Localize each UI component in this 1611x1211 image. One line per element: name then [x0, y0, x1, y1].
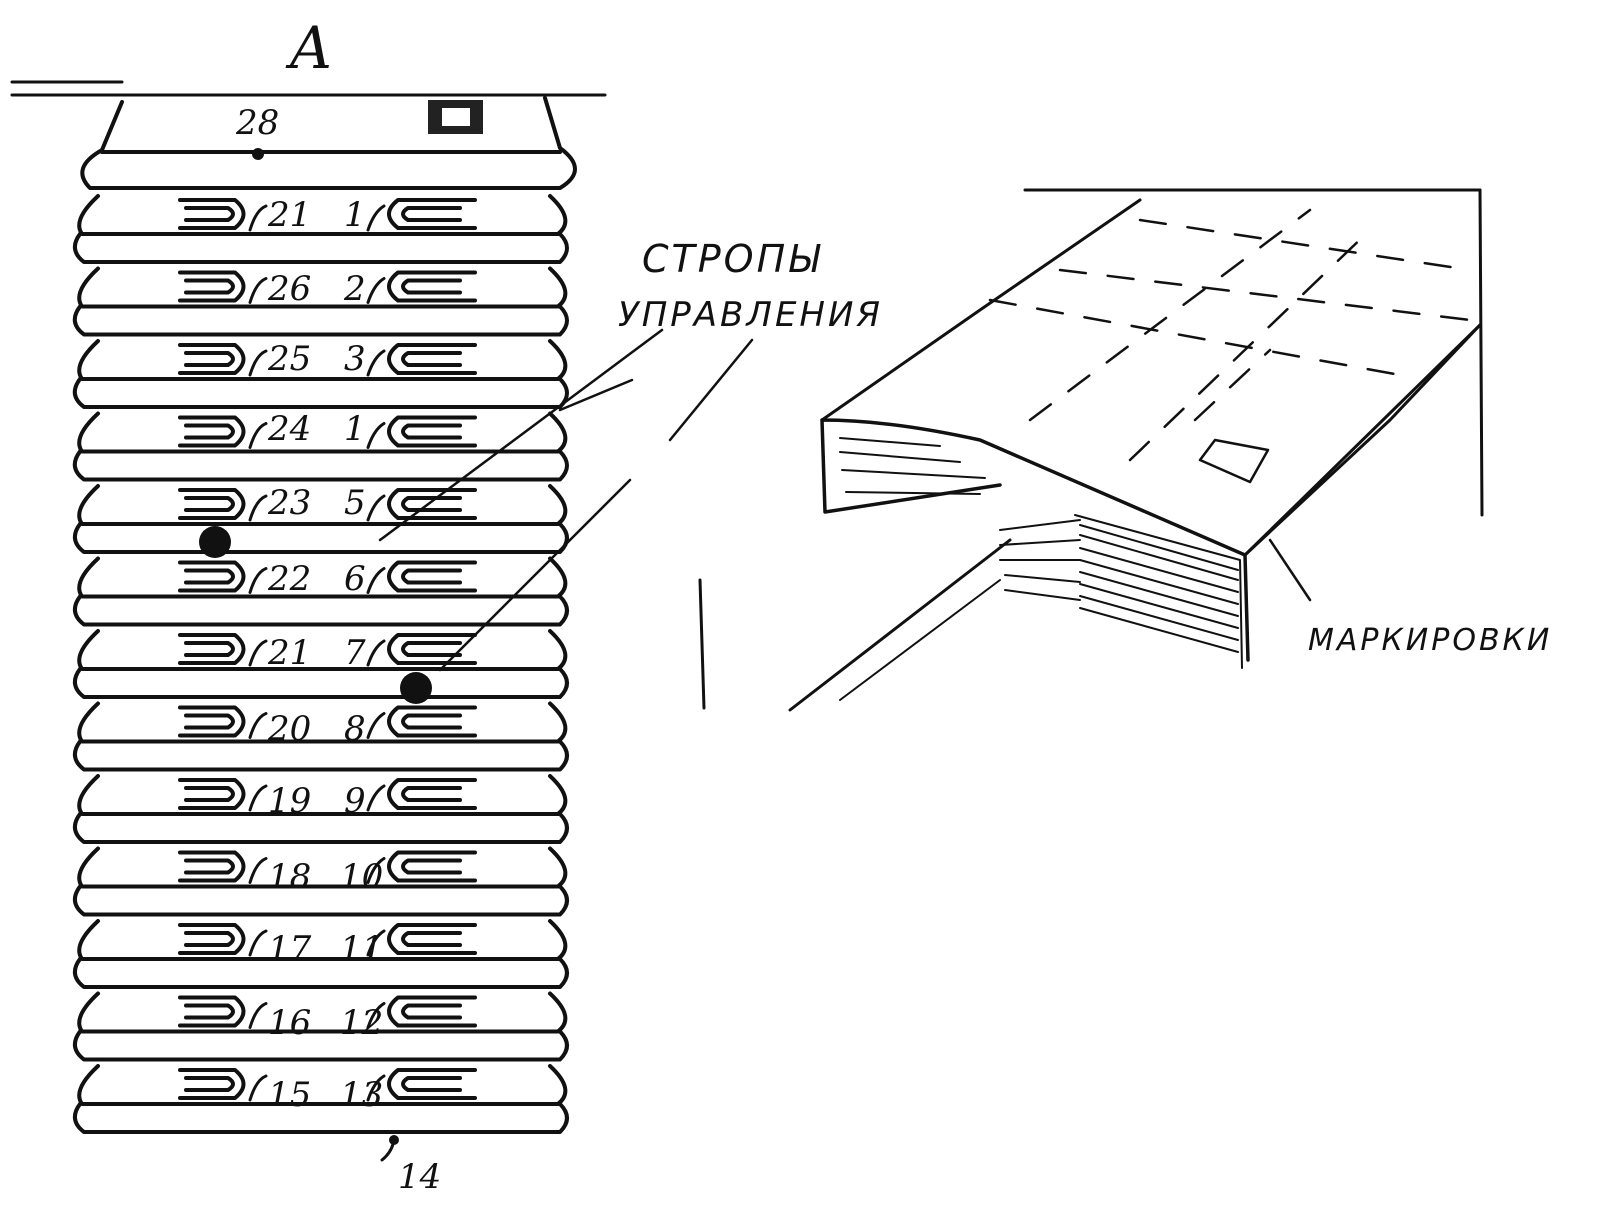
- stow-loop-left: [178, 488, 246, 520]
- left-number: 26: [267, 269, 311, 309]
- stow-row: [72, 194, 569, 264]
- right-number: 9: [344, 781, 366, 821]
- stow-loop-left: [178, 270, 246, 303]
- left-number: 18: [268, 857, 311, 897]
- stow-loop-left: [178, 198, 246, 230]
- pack-perspective-view: [698, 188, 1484, 712]
- left-number: 15: [268, 1075, 311, 1115]
- right-number: 10: [340, 857, 383, 897]
- stow-loop-right: [387, 198, 477, 230]
- top-number: 28: [235, 103, 279, 143]
- stow-loop-right: [387, 1068, 477, 1100]
- bottom-number: 14: [398, 1157, 441, 1197]
- left-number: 19: [268, 781, 311, 821]
- stow-row: [72, 846, 569, 917]
- left-number: 20: [267, 709, 311, 749]
- left-number: 16: [268, 1003, 311, 1043]
- stow-loop-left: [178, 415, 246, 448]
- stow-row: [72, 919, 569, 989]
- right-number: 13: [340, 1075, 383, 1115]
- stow-row: [72, 1064, 569, 1134]
- stow-loop-left: [178, 633, 246, 665]
- top-flap: [80, 96, 577, 190]
- stow-row: [72, 484, 569, 554]
- stow-loop-right: [387, 923, 477, 955]
- stow-stack: [72, 194, 569, 1134]
- stow-loop-left: [178, 850, 246, 883]
- stow-loop-right: [387, 850, 477, 883]
- stow-loop-left: [178, 560, 246, 593]
- right-number: 5: [344, 483, 366, 523]
- stow-loop-left: [178, 705, 246, 738]
- right-number: 7: [344, 633, 366, 673]
- right-numbers: 1 2 3 1 5 6 7 8 9 10 11 12 13: [340, 195, 383, 1115]
- view-label: A: [285, 14, 332, 82]
- right-number: 2: [343, 269, 366, 309]
- stow-row: [72, 991, 569, 1062]
- stow-loop-left: [178, 778, 246, 810]
- label-control-lines-1: СТРОПЫ: [642, 237, 822, 281]
- stow-loop-right: [387, 415, 477, 448]
- stow-row: [72, 339, 569, 409]
- stow-loop-right: [387, 488, 477, 520]
- stow-loop-right: [387, 705, 477, 738]
- left-number: 21: [267, 633, 311, 673]
- stow-row: [72, 629, 569, 699]
- stow-loop-right: [387, 633, 477, 665]
- stow-row: [72, 266, 569, 337]
- left-number: 24: [267, 409, 311, 449]
- right-number: 8: [344, 709, 366, 749]
- left-number: 22: [267, 559, 311, 599]
- left-number: 25: [267, 339, 311, 379]
- stow-loop-right: [387, 995, 477, 1028]
- marker-dot-left: [199, 526, 231, 558]
- left-number: 23: [267, 483, 311, 523]
- marker-dot-right: [400, 672, 432, 704]
- right-number: 1: [344, 195, 366, 235]
- left-number: 17: [268, 929, 312, 969]
- right-number: 6: [344, 559, 366, 599]
- stow-loop-left: [178, 923, 246, 955]
- stow-loop-right: [387, 343, 477, 375]
- right-number: 3: [344, 339, 366, 379]
- left-number: 21: [267, 195, 311, 235]
- stow-loop-left: [178, 1068, 246, 1100]
- right-number: 11: [340, 929, 383, 969]
- right-number: 1: [344, 409, 366, 449]
- stow-row: [72, 411, 569, 482]
- attachment-point: [252, 148, 264, 160]
- stow-loop-right: [387, 778, 477, 810]
- stow-row: [72, 701, 569, 772]
- stow-loop-right: [387, 560, 477, 593]
- label-markings: МАРКИРОВКИ: [1308, 623, 1552, 658]
- stow-loop-left: [178, 343, 246, 375]
- left-numbers: 21 26 25 24 23 22 21 20 19 18 17 16 15: [267, 195, 312, 1115]
- stow-row: [72, 556, 569, 627]
- stow-loop-right: [387, 270, 477, 303]
- label-control-lines-2: УПРАВЛЕНИЯ: [618, 295, 883, 335]
- stow-row: [72, 774, 569, 844]
- stow-loop-left: [178, 995, 246, 1028]
- right-number: 12: [340, 1003, 383, 1043]
- leader-lines: [378, 328, 754, 672]
